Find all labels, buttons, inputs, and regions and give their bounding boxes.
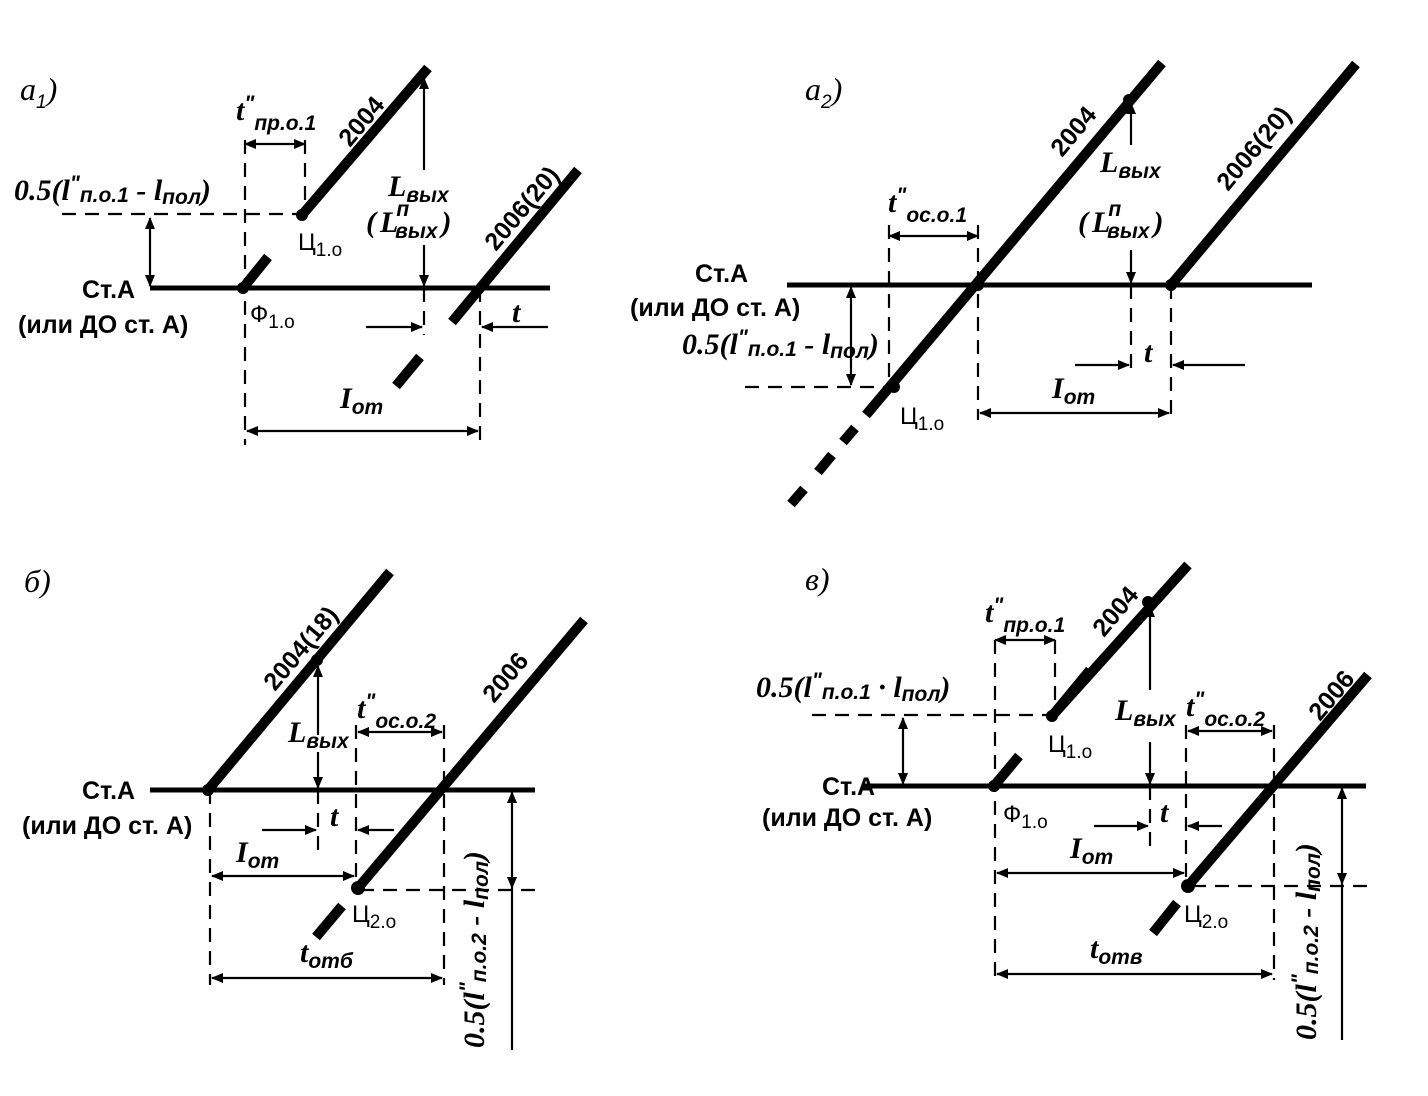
label-t-otb: tотб [300, 936, 354, 973]
panel-v: в) Ст.А (или ДО ст. А) 2004 2006 [756, 561, 1372, 1040]
node-c2-dot [1181, 879, 1195, 893]
label-i-ot: Iот [339, 382, 383, 419]
label-node-c1: Ц1.о [900, 403, 944, 435]
panel-a1: a1) Ст.А (или ДО ст. А) 2004 2006(20) t"… [14, 64, 582, 445]
label-i-ot: Iот [235, 836, 279, 873]
panel-v-label: в) [805, 561, 830, 597]
label-t-gap: t [330, 800, 340, 833]
node-lvyh-dot [1123, 94, 1135, 106]
station-label: Ст.А [695, 260, 748, 288]
panel-a1-label: a1) [20, 71, 57, 113]
train-2004-label: 2004 [1045, 101, 1102, 162]
label-t-pr: t"пр.о.1 [236, 92, 316, 135]
panel-b-label: б) [24, 563, 51, 599]
train-2006-line [448, 166, 582, 326]
train-2004-label: 2004 [1087, 581, 1144, 642]
station-alt-label: (или ДО ст. А) [762, 804, 932, 832]
train-f1-stub [990, 752, 1023, 790]
label-i-ot: Iот [1069, 832, 1113, 869]
label-lvyh: Lвых [287, 716, 350, 753]
node-lvyh-dot [1142, 596, 1154, 608]
train-2004-dash2 [814, 451, 836, 476]
node-lvyh-dot [311, 654, 323, 666]
node-start-dot [202, 784, 214, 796]
label-t-gap: t [512, 296, 522, 329]
label-half-len: 0.5(l"п.о.1 - lпол) [682, 326, 879, 363]
label-t-gap: t [1160, 796, 1170, 829]
label-t-pr: t"пр.о.1 [985, 594, 1065, 637]
label-half-len: 0.5(l"п.о.2 - lпол) [456, 851, 493, 1048]
label-half-len: 0.5(l"п.о.1 - lпол) [14, 172, 211, 209]
node-f1-dot [237, 282, 249, 294]
label-t-gap: t [1144, 336, 1154, 369]
station-label: Ст.А [82, 777, 135, 805]
train-2006-dash [392, 353, 424, 390]
label-t-os: t"ос.о.2 [1186, 688, 1265, 731]
label-node-c2: Ц2.о [1184, 901, 1228, 933]
station-alt-label: (или ДО ст. А) [22, 812, 192, 840]
node-c1-dot [888, 381, 900, 393]
station-label: Ст.А [82, 276, 135, 304]
train-2004-dash1 [839, 424, 859, 446]
label-lvyh: Lвых [387, 170, 450, 207]
label-half2-len: 0.5(l"п.о.2 - lпол) [1288, 843, 1325, 1040]
panel-a2-label: a2) [805, 71, 842, 113]
train-2006-dash [1149, 899, 1181, 937]
train-2006-dash [312, 902, 346, 941]
label-t-os: t"ос.о.1 [888, 184, 967, 227]
train-2004-line [204, 568, 394, 794]
label-half-len: 0.5(l"п.о.1 · lпол) [756, 669, 950, 706]
train-2006-line [354, 616, 588, 892]
label-t-otv: tотв [1090, 932, 1143, 969]
panel-a2: a2) Ст.А (или ДО ст. А) 2004 2006(20) t [630, 59, 1360, 508]
train-2004-dash3 [787, 485, 808, 508]
label-node-c1: Ц1.о [1048, 731, 1092, 763]
panel-b: б) Ст.А (или ДО ст. А) 2004(18) 2006 Lвы… [22, 563, 588, 1050]
station-alt-label: (или ДО ст. А) [18, 311, 188, 339]
train-f1-stub [239, 253, 272, 292]
node-c2-dot [351, 881, 365, 895]
train-2004-line [298, 64, 432, 219]
train-2006-label: 2006 [477, 647, 534, 708]
train-2004-line [862, 59, 1166, 419]
train-2006-line [1184, 671, 1372, 890]
label-i-ot: Iот [1051, 372, 1095, 409]
train-2004-line [1048, 561, 1192, 720]
station-alt-label: (или ДО ст. А) [630, 294, 800, 322]
label-lvyh: Lвых [1099, 146, 1162, 183]
train-2006-line [1167, 60, 1360, 289]
station-label: Ст.А [822, 773, 875, 801]
label-t-os: t"ос.о.2 [357, 690, 436, 733]
label-node-f1: Ф1.о [250, 301, 295, 333]
label-lvyh: Lвых [1114, 694, 1177, 731]
label-node-f1: Ф1.о [1003, 801, 1048, 833]
label-node-c1: Ц1.о [298, 229, 342, 261]
label-node-c2: Ц2.о [352, 901, 396, 933]
